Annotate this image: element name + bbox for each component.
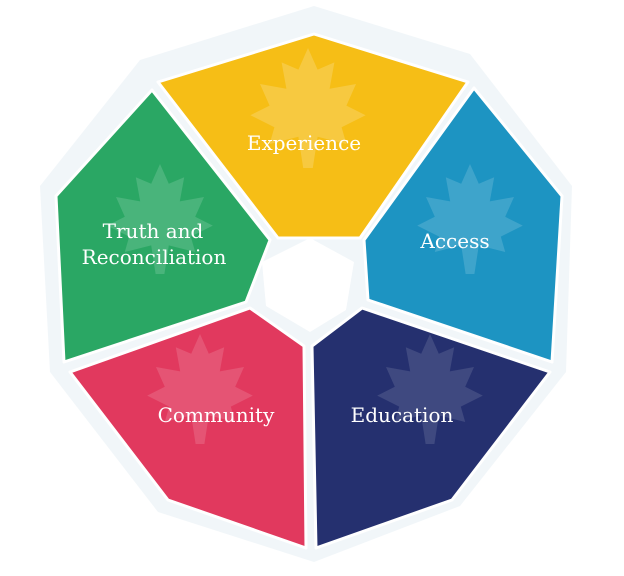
segment-community-shape	[68, 306, 308, 550]
segment-label-experience: Experience	[247, 131, 361, 155]
segment-label-truth-line-2: Reconciliation	[82, 245, 227, 269]
segment-truth-and-reconciliation: Truth and Reconciliation	[54, 88, 272, 364]
segment-community: Community	[68, 306, 308, 550]
segment-access: Access	[362, 86, 564, 364]
segment-label-truth-line-1: Truth and	[103, 219, 204, 243]
segment-education: Education	[310, 306, 552, 550]
center-hub	[262, 238, 354, 332]
segment-label-education: Education	[351, 403, 454, 427]
segment-label-access: Access	[419, 229, 489, 253]
segment-label-community: Community	[158, 403, 275, 427]
segment-experience: Experience	[156, 32, 470, 240]
